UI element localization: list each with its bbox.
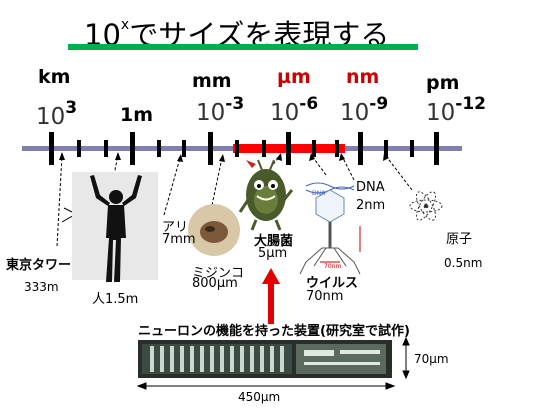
pointer-mijinko: [211, 157, 223, 206]
minor-tick: [104, 140, 108, 157]
size-tokyo-tower: 333m: [24, 280, 59, 294]
size-ecoli: 5µm: [258, 246, 288, 261]
size-atom: 0.5nm: [444, 256, 483, 270]
label-mijinko: ミジンコ: [192, 266, 245, 281]
arrowhead: [59, 152, 65, 160]
atom-icon: [409, 191, 443, 221]
label-human: 人1.5m: [92, 292, 139, 307]
arrowhead: [383, 153, 389, 161]
label-dna: DNA: [356, 180, 385, 195]
minor-tick: [235, 140, 239, 157]
pointer-ant: [163, 157, 181, 216]
size-mijinko: 800µm: [192, 276, 238, 291]
unit-nm: nm: [346, 66, 380, 88]
power-label-3: 103: [36, 98, 78, 130]
human-silhouette-icon: [72, 172, 158, 282]
label-tokyo-tower: 東京タワー: [6, 258, 72, 273]
pointer-tokyo-tower: [56, 154, 63, 247]
major-tick: [358, 132, 363, 165]
pointer-dna: [341, 155, 355, 181]
red-up-arrow-icon: [262, 268, 280, 324]
size-ant: 7mm: [162, 232, 196, 247]
device-photo: [138, 340, 392, 378]
unit-um: µm: [277, 66, 311, 88]
arrowhead: [276, 153, 282, 161]
minor-tick: [77, 140, 81, 157]
label-atom: 原子: [446, 232, 473, 247]
minor-tick: [384, 140, 388, 157]
arrowhead: [115, 152, 121, 160]
scale-ticks: [49, 132, 439, 165]
device-width-arrow: [136, 382, 396, 390]
size-virus: 70nm: [306, 289, 344, 304]
title-underline: [68, 44, 418, 50]
label-virus: ウイルス: [306, 276, 359, 291]
size-dna: 2nm: [356, 198, 386, 213]
minor-tick: [312, 140, 316, 157]
device-height-label: 70µm: [414, 352, 449, 366]
unit-1m: 1m: [120, 104, 154, 126]
unit-km: km: [38, 66, 71, 88]
power-label-neg9: 10-9: [340, 94, 389, 126]
major-tick: [286, 132, 291, 165]
major-tick: [49, 132, 54, 165]
unit-pm: pm: [426, 72, 460, 94]
label-ant: アリ: [162, 220, 189, 235]
major-tick: [208, 132, 213, 165]
arrowhead: [339, 153, 345, 161]
major-tick: [434, 132, 439, 165]
minor-tick: [410, 140, 414, 157]
minor-tick: [182, 140, 186, 157]
minor-tick: [262, 140, 266, 157]
pointer-arrowheads: [59, 152, 389, 162]
arrowhead: [309, 153, 315, 161]
virus-scale-label: 70nm: [324, 263, 342, 270]
power-label-neg3: 10-3: [196, 94, 245, 126]
power-label-neg6: 10-6: [270, 94, 319, 126]
minor-tick: [157, 140, 161, 157]
label-ecoli: 大腸菌: [254, 234, 294, 249]
virus-icon: [299, 189, 361, 275]
dna-tiny-label: DNA: [312, 190, 326, 197]
major-tick: [130, 132, 135, 165]
pointer-atom: [385, 155, 413, 191]
minor-tick: [335, 140, 339, 157]
power-label-neg12: 10-12: [426, 94, 486, 126]
mijinko-icon: [188, 204, 240, 256]
device-height-arrow: [402, 336, 410, 380]
title-exponent: x: [120, 17, 130, 33]
device-caption: ニューロンの機能を持った装置(研究室で試作): [138, 324, 410, 339]
unit-mm: mm: [192, 70, 232, 92]
device-width-label: 450µm: [238, 390, 281, 404]
pointer-virus: [311, 155, 327, 176]
arrowhead: [177, 154, 183, 162]
ecoli-cartoon-icon: [238, 159, 294, 231]
arrowhead: [219, 154, 225, 162]
